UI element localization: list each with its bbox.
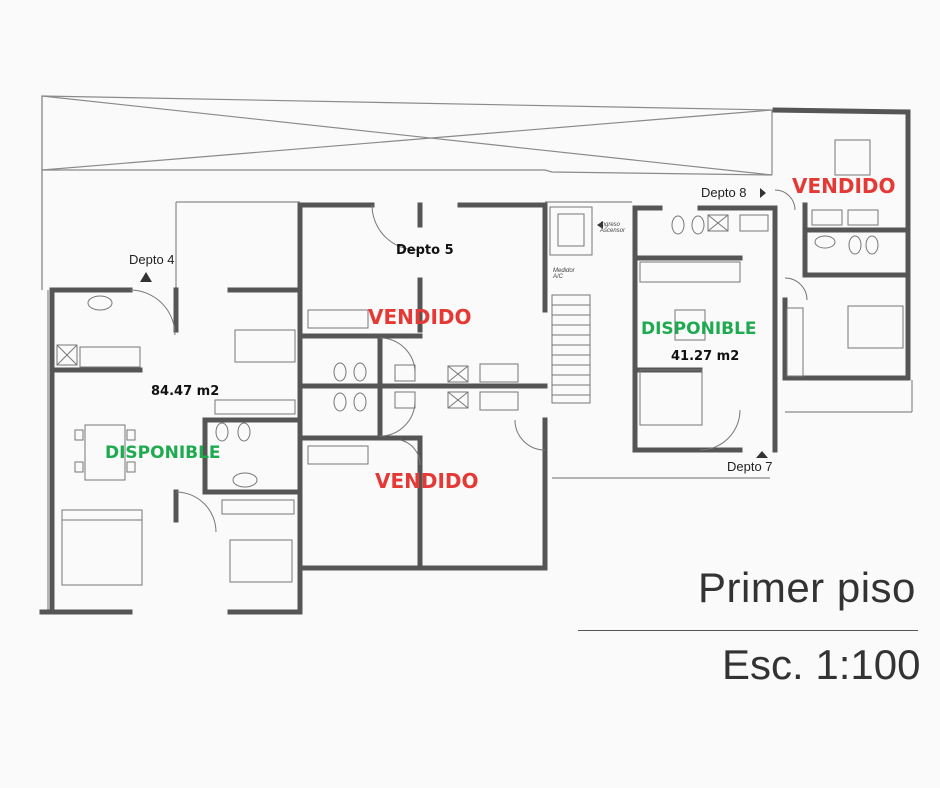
ingreso-ascensor-label: Ingreso Ascensor	[600, 222, 626, 234]
depto-7-area: 41.27 m2	[671, 349, 740, 364]
walls	[39, 107, 911, 615]
depto-5-bottom-status: VENDIDO	[375, 469, 479, 493]
depto-4-area: 84.47 m2	[151, 384, 220, 399]
depto-8-status: VENDIDO	[792, 174, 896, 198]
door-swings	[129, 189, 808, 533]
entrance-arrows	[140, 188, 768, 458]
depto-7-label: Depto 7	[727, 459, 773, 474]
terrace-outline	[41, 95, 913, 610]
fixtures	[56, 139, 904, 586]
depto-4-status: DISPONIBLE	[105, 443, 221, 463]
depto-4-label: Depto 4	[129, 252, 175, 267]
title-divider	[578, 630, 918, 631]
depto-5-label: Depto 5	[396, 243, 454, 258]
floor-title: Primer piso	[698, 564, 916, 611]
scale-label: Esc. 1:100	[722, 641, 921, 688]
depto-7-status: DISPONIBLE	[641, 319, 757, 339]
medidor-label: Medidor A/C	[553, 268, 575, 280]
depto-8-label: Depto 8	[701, 185, 747, 200]
depto-5-top-status: VENDIDO	[368, 305, 472, 329]
